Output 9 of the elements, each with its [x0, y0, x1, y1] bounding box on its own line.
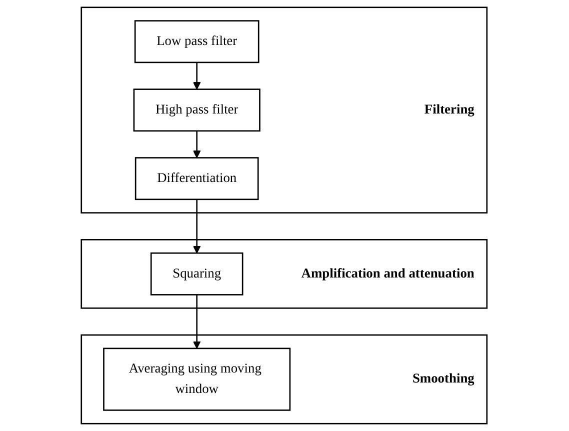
node-box: Squaring — [150, 252, 244, 296]
node-box: High pass filter — [134, 88, 261, 132]
arrow — [193, 62, 202, 90]
arrow — [193, 199, 202, 254]
node-box: Averaging using moving window — [103, 348, 291, 411]
node-box: Differentiation — [135, 157, 260, 200]
arrow — [193, 294, 202, 349]
node-box: Low pass filter — [134, 20, 260, 64]
arrow — [193, 130, 202, 158]
